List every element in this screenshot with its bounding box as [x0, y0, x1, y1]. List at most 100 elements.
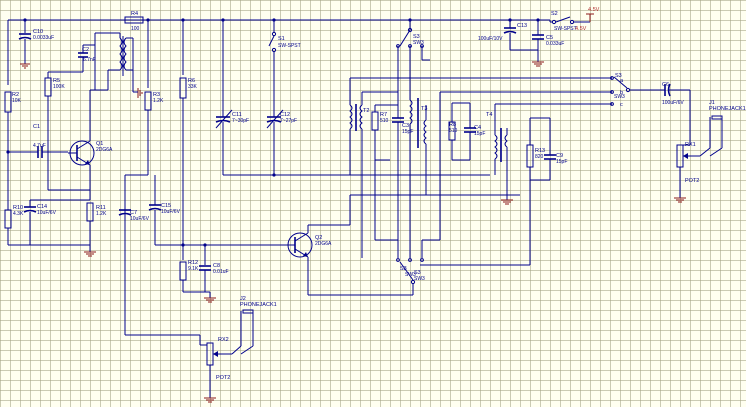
transformer-t4: T4	[486, 112, 508, 195]
s3d-ref: S3	[400, 266, 407, 272]
r10-ref: R10	[13, 205, 23, 211]
capacitor-c7: C7 10uF/6V	[118, 200, 150, 222]
c5-ref: C5	[546, 35, 553, 41]
c11-value: 7~30pF	[232, 118, 249, 124]
t4-ground	[501, 195, 513, 205]
transformer-t2: T2	[349, 91, 398, 258]
r13-value: 820	[535, 154, 544, 160]
c8-value: 0.01uF	[213, 269, 229, 275]
battery-label: 4.5V	[588, 7, 600, 13]
r7-value: 510	[380, 118, 389, 124]
r8-ref: R8	[449, 122, 456, 128]
q1-ref: Q1	[96, 141, 103, 147]
capacitor-c4: C4 15pF	[464, 103, 485, 160]
q1-value: 2DG6A	[96, 147, 113, 153]
r7-ref: R7	[380, 112, 387, 118]
r10-value: 4.3K	[13, 211, 24, 217]
j2-value: PHONEJACK1	[240, 302, 277, 308]
s3d-value: SW3	[405, 272, 416, 278]
r6-ref: R6	[188, 78, 195, 84]
transistor-q1: Q1 2DG6A	[47, 89, 113, 200]
resistor-r11: R11 1.2K	[86, 202, 107, 245]
bottom-left-ground	[8, 244, 96, 257]
lower-return-rail	[223, 173, 490, 177]
switch-s3-top: S3 SW3	[396, 27, 430, 61]
r11-ref: R11	[96, 205, 106, 211]
c7-value: 10uF/6V	[130, 216, 150, 222]
capacitor-c10: C10 0.0033uF	[18, 29, 54, 69]
resistor-r6: R6 33K	[179, 77, 198, 245]
j1-ref: J1	[709, 100, 715, 106]
capacitor-c6: C6 100uF/6V	[630, 82, 691, 145]
c9-value: 15pF	[556, 159, 567, 165]
r3-ref: R3	[153, 92, 160, 98]
c10-ref: C10	[33, 29, 43, 35]
rx2-ref: RX2	[218, 337, 229, 343]
r11-value: 1.2K	[96, 211, 107, 217]
s2-ref: S2	[551, 11, 558, 17]
battery-4-5v: 4.5V 4.5V	[575, 7, 600, 32]
r12-value: 9.1K	[188, 266, 199, 272]
r13-ref: R13	[535, 148, 545, 154]
c1-value: 4.7uF	[33, 143, 46, 149]
capacitor-c15: C15 10uF/6V	[148, 175, 181, 245]
switch-s2: S2 SW-SPST	[550, 11, 590, 32]
pot2-ref: POT2	[216, 375, 230, 381]
c9-ref: C9	[556, 153, 563, 159]
resistor-r7: R7 510	[371, 104, 398, 161]
r8-value: 510	[449, 128, 458, 134]
c6-value: 100uF/6V	[662, 100, 684, 106]
r5-ref: R5	[53, 78, 60, 84]
s1-value: SW-SPST	[278, 43, 301, 49]
transistor-q2: Q2 2DG6A	[285, 195, 413, 296]
trimmer-capacitor-c12: C12 7~27pF	[266, 109, 297, 175]
q2-value: 2DG6A	[315, 241, 332, 247]
capacitor-c3: C3 15pF	[392, 60, 413, 258]
c12-ref: C12	[280, 112, 290, 118]
c4-ref: C4	[474, 125, 481, 131]
c13-ref: C13	[517, 23, 527, 29]
c10-value: 0.0033uF	[33, 35, 54, 41]
r5-value: 100K	[53, 84, 65, 90]
capacitor-c8: C8 0.01uF	[183, 263, 229, 303]
lower-interconnects	[350, 120, 530, 266]
j1-value: PHONEJACK1	[709, 106, 746, 112]
s3b-value: SW3	[414, 276, 425, 282]
top-supply-rail	[7, 18, 551, 105]
coil-bus-lines	[349, 77, 612, 135]
resistor-r4: R4 100	[124, 11, 144, 32]
mid-bus	[125, 243, 285, 345]
c14-ref: C14	[37, 204, 47, 210]
j2-ref: J2	[240, 296, 246, 302]
resistor-r12: R12 9.1K	[179, 260, 199, 292]
switch-position-c: c	[620, 102, 623, 108]
c8-ref: C8	[213, 263, 220, 269]
r2-value: 10K	[12, 98, 22, 104]
battery-value: 4.5V	[575, 26, 587, 32]
c15-value: 10uF/6V	[161, 209, 181, 215]
r4-value: 100	[131, 26, 140, 32]
s3b-ref: S3	[414, 270, 421, 276]
switch-position-a: a	[620, 78, 624, 84]
c15-ref: C15	[161, 203, 171, 209]
resistor-r13: R13 820	[526, 117, 550, 265]
switch-s3-bottom: S3 SW3	[396, 258, 425, 295]
switch-s3-deck-label: S3 SW3	[400, 266, 416, 278]
c2-value: 6.7nF	[83, 57, 96, 63]
r12-ref: R12	[188, 260, 198, 266]
c3-ref: C3	[402, 123, 409, 129]
c12-value: 7~27pF	[280, 118, 297, 124]
s3c-ref: S3	[615, 73, 622, 79]
t4-ref: T4	[486, 112, 492, 118]
c14-value: 10uF/6V	[37, 210, 57, 216]
potentiometer-rx2: RX2 POT2	[200, 337, 232, 403]
rx1-ref: RX1	[685, 142, 696, 148]
switch-s1: S1 SW-SPST	[268, 31, 301, 112]
capacitor-c9: C9 15pF	[530, 118, 567, 181]
t3-ref: T3	[421, 106, 427, 112]
resistor-r8: R8 510	[448, 102, 470, 161]
capacitor-c14: C14 10uF/6V	[23, 199, 90, 245]
c4-value: 15pF	[474, 131, 485, 137]
